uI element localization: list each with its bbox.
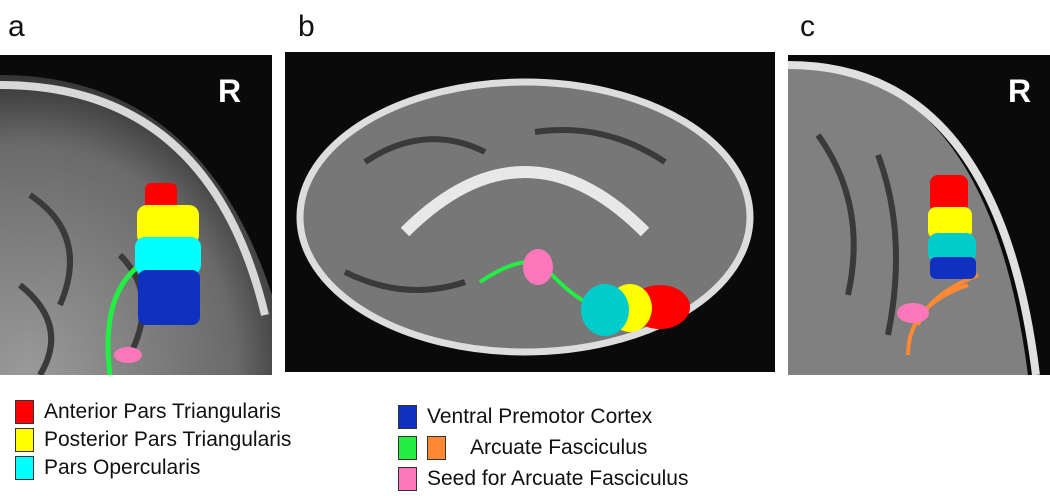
legend-arcuate-fasciculus: Arcuate Fasciculus: [398, 436, 647, 460]
legend-label: Posterior Pars Triangularis: [44, 428, 292, 451]
right-hemisphere-marker: R: [1008, 73, 1032, 109]
panel-c-label: c: [800, 10, 815, 43]
legend-label: Anterior Pars Triangularis: [44, 400, 281, 423]
legend-ventral-premotor-cortex: Ventral Premotor Cortex: [398, 405, 652, 429]
panel-a-label: a: [8, 10, 25, 43]
swatch-icon: [15, 456, 34, 480]
legend-seed-arcuate-fasciculus: Seed for Arcuate Fasciculus: [398, 467, 688, 491]
panel-c-image: R: [788, 55, 1050, 375]
legend-pars-opercularis: Pars Opercularis: [15, 456, 200, 480]
swatch-icon: [15, 428, 34, 452]
swatch-icon: [427, 436, 446, 460]
swatch-icon: [398, 436, 417, 460]
legend-posterior-pars-triangularis: Posterior Pars Triangularis: [15, 428, 291, 452]
swatch-icon: [398, 405, 417, 429]
right-hemisphere-marker: R: [218, 73, 242, 109]
panel-b-image: [285, 52, 775, 372]
legend-anterior-pars-triangularis: Anterior Pars Triangularis: [15, 400, 281, 424]
legend-label: Pars Opercularis: [44, 456, 201, 479]
legend-label: Arcuate Fasciculus: [470, 436, 648, 459]
legend-label: Ventral Premotor Cortex: [427, 405, 653, 428]
swatch-icon: [15, 400, 34, 424]
panel-b-label: b: [298, 10, 315, 43]
legend-label: Seed for Arcuate Fasciculus: [427, 467, 689, 490]
panel-a-image: R: [0, 55, 272, 375]
swatch-icon: [398, 467, 417, 491]
